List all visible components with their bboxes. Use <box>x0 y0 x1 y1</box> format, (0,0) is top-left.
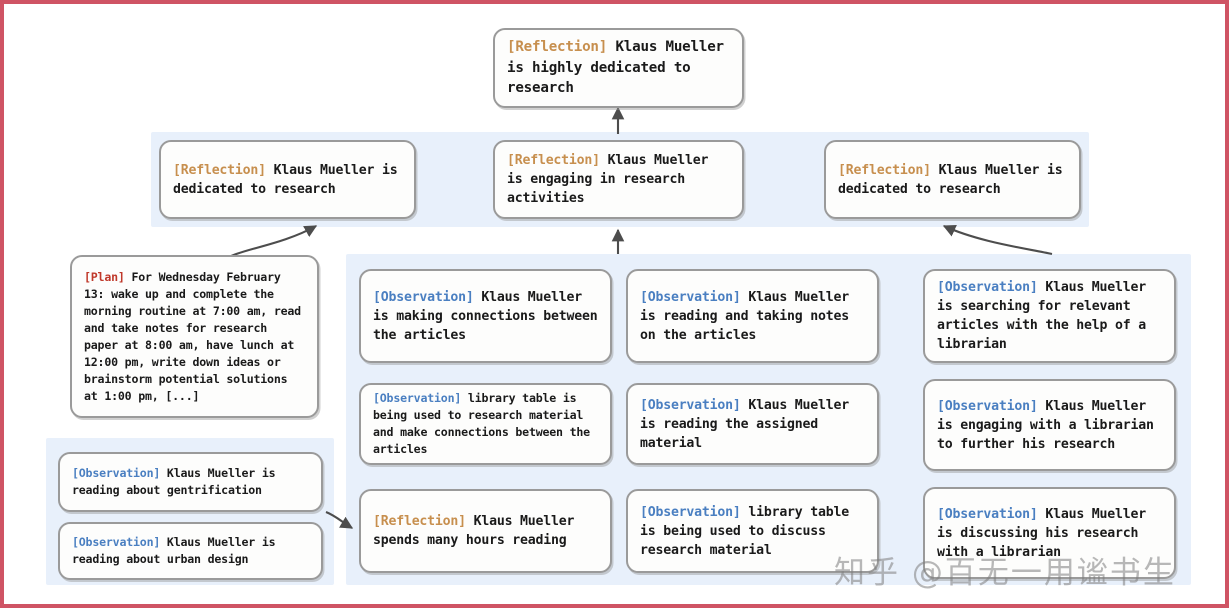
node-columna-observation-2-text: [Observation] library table is being use… <box>361 390 610 458</box>
tag-observation: [Observation] <box>937 280 1038 295</box>
node-columnc-observation-3-body: Klaus Mueller is discussing his research… <box>937 506 1154 560</box>
node-plan-text: [Plan] For Wednesday February 13: wake u… <box>72 269 317 405</box>
node-columnb-observation-1-text: [Observation] Klaus Mueller is reading a… <box>628 288 877 345</box>
node-reflection-center-text: [Reflection] Klaus Mueller is engaging i… <box>495 151 742 208</box>
node-bottomleft-observation-2-text: [Observation] Klaus Mueller is reading a… <box>60 534 321 568</box>
node-columnc-observation-3-text: [Observation] Klaus Mueller is discussin… <box>925 505 1174 562</box>
node-root-body: Klaus Mueller is highly dedicated to res… <box>507 39 733 97</box>
tag-observation: [Observation] <box>373 289 474 305</box>
node-columnb-observation-3-body: library table is being used to discuss r… <box>640 504 857 558</box>
node-plan-body: For Wednesday February 13: wake up and c… <box>84 269 308 403</box>
tag-observation: [Observation] <box>937 506 1038 522</box>
node-reflection-right-body: Klaus Mueller is dedicated to research <box>838 162 1071 197</box>
node-columnb-observation-3[interactable]: [Observation] library table is being use… <box>626 489 879 573</box>
tag-reflection: [Reflection] <box>838 162 931 178</box>
node-columnc-observation-1-text: [Observation] Klaus Mueller is searching… <box>925 278 1174 354</box>
tag-observation: [Observation] <box>72 535 161 549</box>
node-columnb-observation-1-body: Klaus Mueller is reading and taking note… <box>640 289 857 343</box>
node-reflection-right[interactable]: [Reflection] Klaus Mueller is dedicated … <box>824 140 1081 219</box>
tag-observation: [Observation] <box>640 504 741 520</box>
node-columnb-observation-2-text: [Observation] Klaus Mueller is reading t… <box>628 396 877 453</box>
tag-observation: [Observation] <box>373 391 462 405</box>
node-bottomleft-observation-1[interactable]: [Observation] Klaus Mueller is reading a… <box>58 452 323 512</box>
node-columnb-observation-2[interactable]: [Observation] Klaus Mueller is reading t… <box>626 383 879 465</box>
node-columnc-observation-2-text: [Observation] Klaus Mueller is engaging … <box>925 397 1174 454</box>
edge-columnc-to-reflection-right <box>942 224 1053 256</box>
node-bottomleft-observation-1-body: Klaus Mueller is reading about gentrific… <box>72 466 283 497</box>
node-reflection-center[interactable]: [Reflection] Klaus Mueller is engaging i… <box>493 140 744 219</box>
node-root-reflection[interactable]: [Reflection] Klaus Mueller is highly ded… <box>493 28 744 108</box>
tag-observation: [Observation] <box>937 398 1038 414</box>
node-columna-observation-1-body: Klaus Mueller is making connections betw… <box>373 289 606 343</box>
node-reflection-left-text: [Reflection] Klaus Mueller is dedicated … <box>161 161 414 199</box>
tag-plan: [Plan] <box>84 269 125 284</box>
node-bottomleft-observation-2[interactable]: [Observation] Klaus Mueller is reading a… <box>58 522 323 580</box>
node-columna-reflection-body: Klaus Mueller spends many hours reading <box>373 514 582 548</box>
node-columnb-observation-2-body: Klaus Mueller is reading the assigned ma… <box>640 397 857 451</box>
node-reflection-center-body: Klaus Mueller is engaging in research ac… <box>507 153 716 206</box>
node-reflection-left[interactable]: [Reflection] Klaus Mueller is dedicated … <box>159 140 416 219</box>
node-columnc-observation-3[interactable]: [Observation] Klaus Mueller is discussin… <box>923 487 1176 579</box>
node-columnb-observation-1[interactable]: [Observation] Klaus Mueller is reading a… <box>626 269 879 363</box>
tag-reflection: [Reflection] <box>373 514 466 529</box>
watermark: 知乎 @百无一用谧书生 <box>834 555 1176 591</box>
node-root-text: [Reflection] Klaus Mueller is highly ded… <box>495 37 742 99</box>
node-columna-reflection[interactable]: [Reflection] Klaus Mueller spends many h… <box>359 489 612 573</box>
node-columna-observation-2[interactable]: [Observation] library table is being use… <box>359 383 612 465</box>
node-columna-observation-1[interactable]: [Observation] Klaus Mueller is making co… <box>359 269 612 363</box>
node-columna-observation-2-body: library table is being used to research … <box>373 391 597 456</box>
node-reflection-left-body: Klaus Mueller is dedicated to research <box>173 162 406 197</box>
tag-reflection: [Reflection] <box>507 153 600 168</box>
edge-plan-to-reflection-left <box>228 225 318 258</box>
node-columnc-observation-1[interactable]: [Observation] Klaus Mueller is searching… <box>923 269 1176 363</box>
node-columna-reflection-text: [Reflection] Klaus Mueller spends many h… <box>361 512 610 550</box>
tag-observation: [Observation] <box>72 466 161 480</box>
node-bottomleft-observation-1-text: [Observation] Klaus Mueller is reading a… <box>60 465 321 499</box>
tag-observation: [Observation] <box>640 289 741 305</box>
tag-observation: [Observation] <box>640 397 741 413</box>
node-plan[interactable]: [Plan] For Wednesday February 13: wake u… <box>70 255 319 418</box>
node-columnc-observation-2-body: Klaus Mueller is engaging with a librari… <box>937 398 1162 452</box>
node-columnc-observation-1-body: Klaus Mueller is searching for relevant … <box>937 280 1154 352</box>
tag-reflection: [Reflection] <box>173 162 266 178</box>
node-columna-observation-1-text: [Observation] Klaus Mueller is making co… <box>361 288 610 345</box>
node-bottomleft-observation-2-body: Klaus Mueller is reading about urban des… <box>72 535 283 566</box>
node-columnb-observation-3-text: [Observation] library table is being use… <box>628 503 877 560</box>
node-reflection-right-text: [Reflection] Klaus Mueller is dedicated … <box>826 161 1079 199</box>
tag-reflection: [Reflection] <box>507 39 608 56</box>
node-columnc-observation-2[interactable]: [Observation] Klaus Mueller is engaging … <box>923 379 1176 471</box>
